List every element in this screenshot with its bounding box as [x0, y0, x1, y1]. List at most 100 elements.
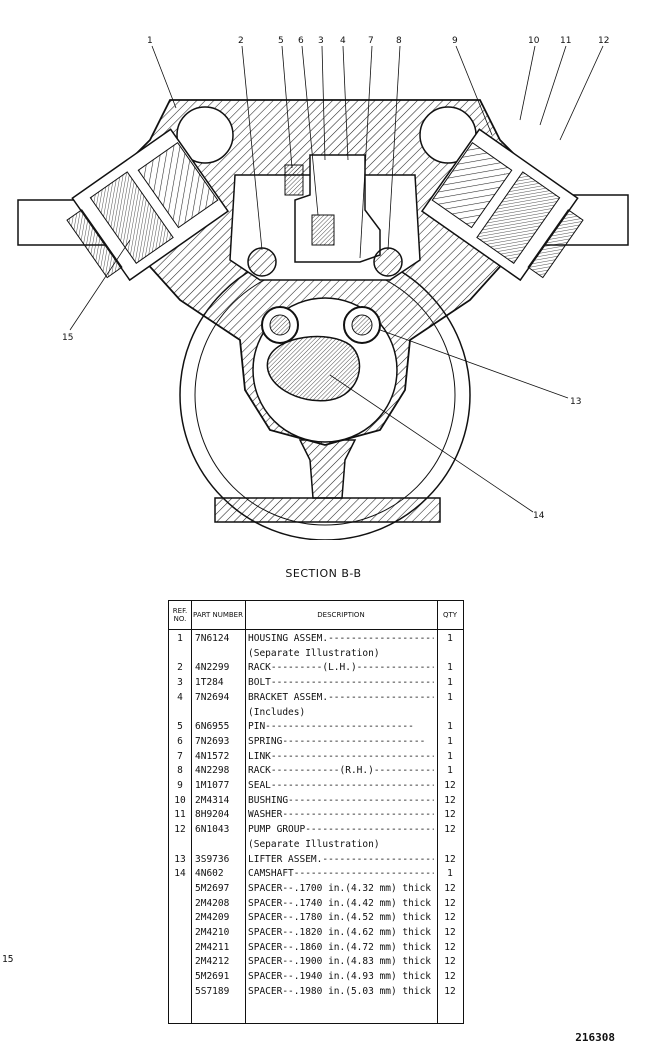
row-description: SPACER--.1740 in.(4.42 mm) thick	[248, 897, 432, 909]
table-row: 3 1T284 BOLT------------------------------…	[169, 676, 463, 690]
table-header: REF. NO. PART NUMBER DESCRIPTION QTY	[169, 601, 463, 630]
row-description: SPACER--.1780 in.(4.52 mm) thick	[248, 912, 432, 924]
left-bore	[176, 106, 234, 164]
row-description: SPACER--.1860 in.(4.72 mm) thick	[248, 941, 432, 953]
row-qty: 1	[447, 677, 453, 689]
section-drawing: 1 2 5 6 3 4 7 8 9 10 11 12 13 14 15	[17, 36, 629, 540]
right-rack	[373, 247, 403, 277]
row-ref: 4	[177, 691, 183, 703]
divider	[245, 601, 246, 1023]
row-description: RACK---------(L.H.)----------------	[248, 662, 434, 674]
row-ref: 1	[177, 633, 183, 644]
row-qty: 1	[447, 662, 453, 674]
divider	[437, 601, 438, 1023]
row-ref: 3	[177, 677, 183, 689]
row-description: BUSHING---------------------------	[248, 794, 434, 806]
callout-10: 10	[528, 36, 540, 46]
row-part-number: 7N2694	[195, 691, 230, 703]
callout-8: 8	[396, 36, 402, 46]
row-description: SPACER--.1940 in.(4.93 mm) thick	[248, 971, 432, 983]
row-description: WASHER----------------------------	[248, 809, 434, 821]
row-part-number: 3S9736	[195, 853, 230, 865]
row-part-number: 2M4208	[195, 897, 230, 909]
row-ref: 2	[177, 662, 183, 674]
row-qty: 12	[444, 985, 456, 997]
row-part-number: 2M4209	[195, 912, 230, 924]
callout-14: 14	[533, 511, 545, 521]
row-qty: 12	[444, 897, 456, 909]
callout-3: 3	[318, 36, 324, 46]
row-ref: 12	[174, 824, 186, 836]
row-description: LIFTER ASSEM.--------------------	[248, 853, 434, 865]
callout-4: 4	[340, 36, 346, 46]
row-qty: 1	[447, 868, 453, 880]
row-description: BRACKET ASSEM.--------------------	[248, 691, 434, 703]
row-part-number: 6N1043	[195, 824, 230, 836]
table-row: 11 8H9204 WASHER--------------------------…	[169, 808, 463, 822]
row-qty: 1	[447, 750, 453, 762]
callout-7: 7	[368, 36, 374, 46]
row-part-number: 5M2691	[195, 971, 230, 983]
header-ref: REF. NO.	[172, 607, 188, 623]
row-part-number: 4N1572	[195, 750, 230, 762]
table-row: 5M2691 SPACER--.1940 in.(4.93 mm) thick 12	[169, 970, 463, 984]
row-description: SEAL------------------------------	[248, 780, 434, 791]
left-pump	[66, 128, 230, 282]
table-row: 4 7N2694 BRACKET ASSEM.-------------------…	[169, 691, 463, 705]
row-part-number: 1M1077	[195, 780, 230, 791]
row-qty: 12	[444, 971, 456, 983]
row-qty: 12	[444, 809, 456, 821]
callout-13: 13	[570, 397, 581, 407]
row-part-number: 7N2693	[195, 735, 230, 747]
row-description: SPACER--.1700 in.(4.32 mm) thick	[248, 882, 432, 894]
row-qty: 1	[447, 691, 453, 703]
row-qty: 12	[444, 824, 456, 836]
row-ref: 11	[174, 809, 186, 821]
row-qty: 1	[447, 721, 453, 733]
callout-5: 5	[278, 36, 284, 46]
header-part-number: PART NUMBER	[193, 611, 243, 619]
left-lifter-roller	[269, 314, 291, 336]
row-qty: 12	[444, 794, 456, 806]
row-qty: 1	[447, 765, 453, 777]
row-qty: 1	[447, 633, 453, 644]
row-ref: 5	[177, 721, 183, 733]
row-qty: 12	[444, 956, 456, 968]
row-description: SPRING-------------------------	[248, 735, 426, 747]
row-description: PIN--------------------------	[248, 721, 414, 733]
row-part-number: 4N2298	[195, 765, 230, 777]
row-description: BOLT-------------------------------	[248, 677, 434, 689]
row-part-number: 5S7189	[195, 985, 230, 997]
row-part-number: 8H9204	[195, 809, 230, 821]
housing-base	[214, 497, 441, 523]
callout-15: 15	[62, 333, 73, 343]
row-qty: 12	[444, 780, 456, 791]
spring	[284, 164, 304, 196]
table-row: (Includes)	[169, 706, 463, 720]
table-row: (Separate Illustration)	[169, 838, 463, 852]
row-part-number: 7N6124	[195, 633, 230, 644]
callout-11: 11	[560, 36, 571, 46]
section-title: SECTION B-B	[285, 567, 362, 580]
right-pump	[420, 128, 584, 282]
callout-9: 9	[452, 36, 458, 46]
callout-1: 1	[147, 36, 153, 46]
row-part-number: 1T284	[195, 677, 224, 689]
row-description: SPACER--.1820 in.(4.62 mm) thick	[248, 927, 432, 938]
pin	[311, 214, 335, 246]
header-qty: QTY	[442, 611, 458, 619]
